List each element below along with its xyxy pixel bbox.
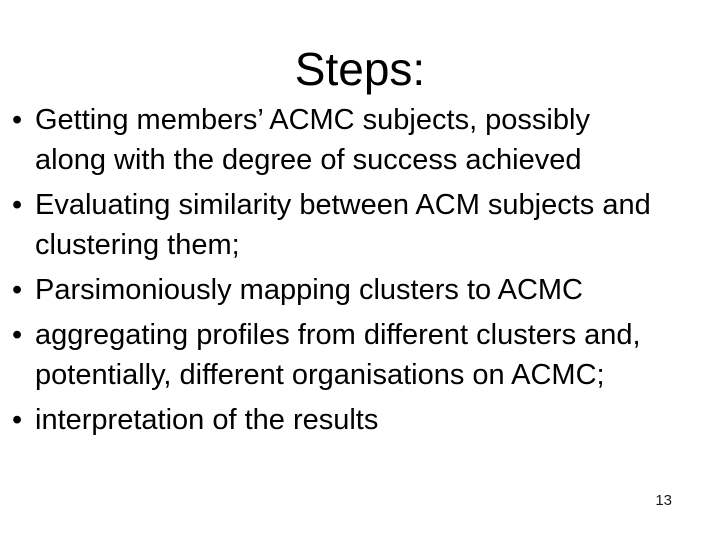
bullet-line: interpretation of the results bbox=[35, 404, 379, 436]
bullet-text: Getting members’ ACMC subjects, possibly… bbox=[35, 100, 712, 180]
bullet-line: Evaluating similarity between ACM subjec… bbox=[35, 189, 651, 221]
page-number: 13 bbox=[655, 492, 672, 509]
bullet-icon: • bbox=[12, 319, 23, 351]
bullet-line: aggregating profiles from different clus… bbox=[35, 319, 641, 351]
bullet-text: Evaluating similarity between ACM subjec… bbox=[35, 185, 712, 265]
bullet-line: Getting members’ ACMC subjects, possibly bbox=[35, 104, 590, 136]
bullet-text: aggregating profiles from different clus… bbox=[35, 315, 712, 395]
slide-title: Steps: bbox=[294, 43, 426, 95]
bullet-item: • Evaluating similarity between ACM subj… bbox=[12, 185, 712, 265]
bullet-text: Parsimoniously mapping clusters to ACMC bbox=[35, 270, 712, 310]
bullet-icon: • bbox=[12, 104, 23, 136]
bullet-icon: • bbox=[12, 274, 23, 306]
bullet-line: Parsimoniously mapping clusters to ACMC bbox=[35, 274, 583, 306]
bullet-item: • Parsimoniously mapping clusters to ACM… bbox=[12, 270, 712, 310]
bullet-line: potentially, different organisations on … bbox=[35, 359, 605, 391]
bullet-item: • Getting members’ ACMC subjects, possib… bbox=[12, 100, 712, 180]
bullet-line: clustering them; bbox=[35, 229, 240, 261]
bullet-item: • interpretation of the results bbox=[12, 400, 712, 440]
bullet-text: interpretation of the results bbox=[35, 400, 712, 440]
bullet-list: • Getting members’ ACMC subjects, possib… bbox=[12, 100, 712, 445]
bullet-line: along with the degree of success achieve… bbox=[35, 144, 582, 176]
bullet-icon: • bbox=[12, 189, 23, 221]
bullet-item: • aggregating profiles from different cl… bbox=[12, 315, 712, 395]
bullet-icon: • bbox=[12, 404, 23, 436]
